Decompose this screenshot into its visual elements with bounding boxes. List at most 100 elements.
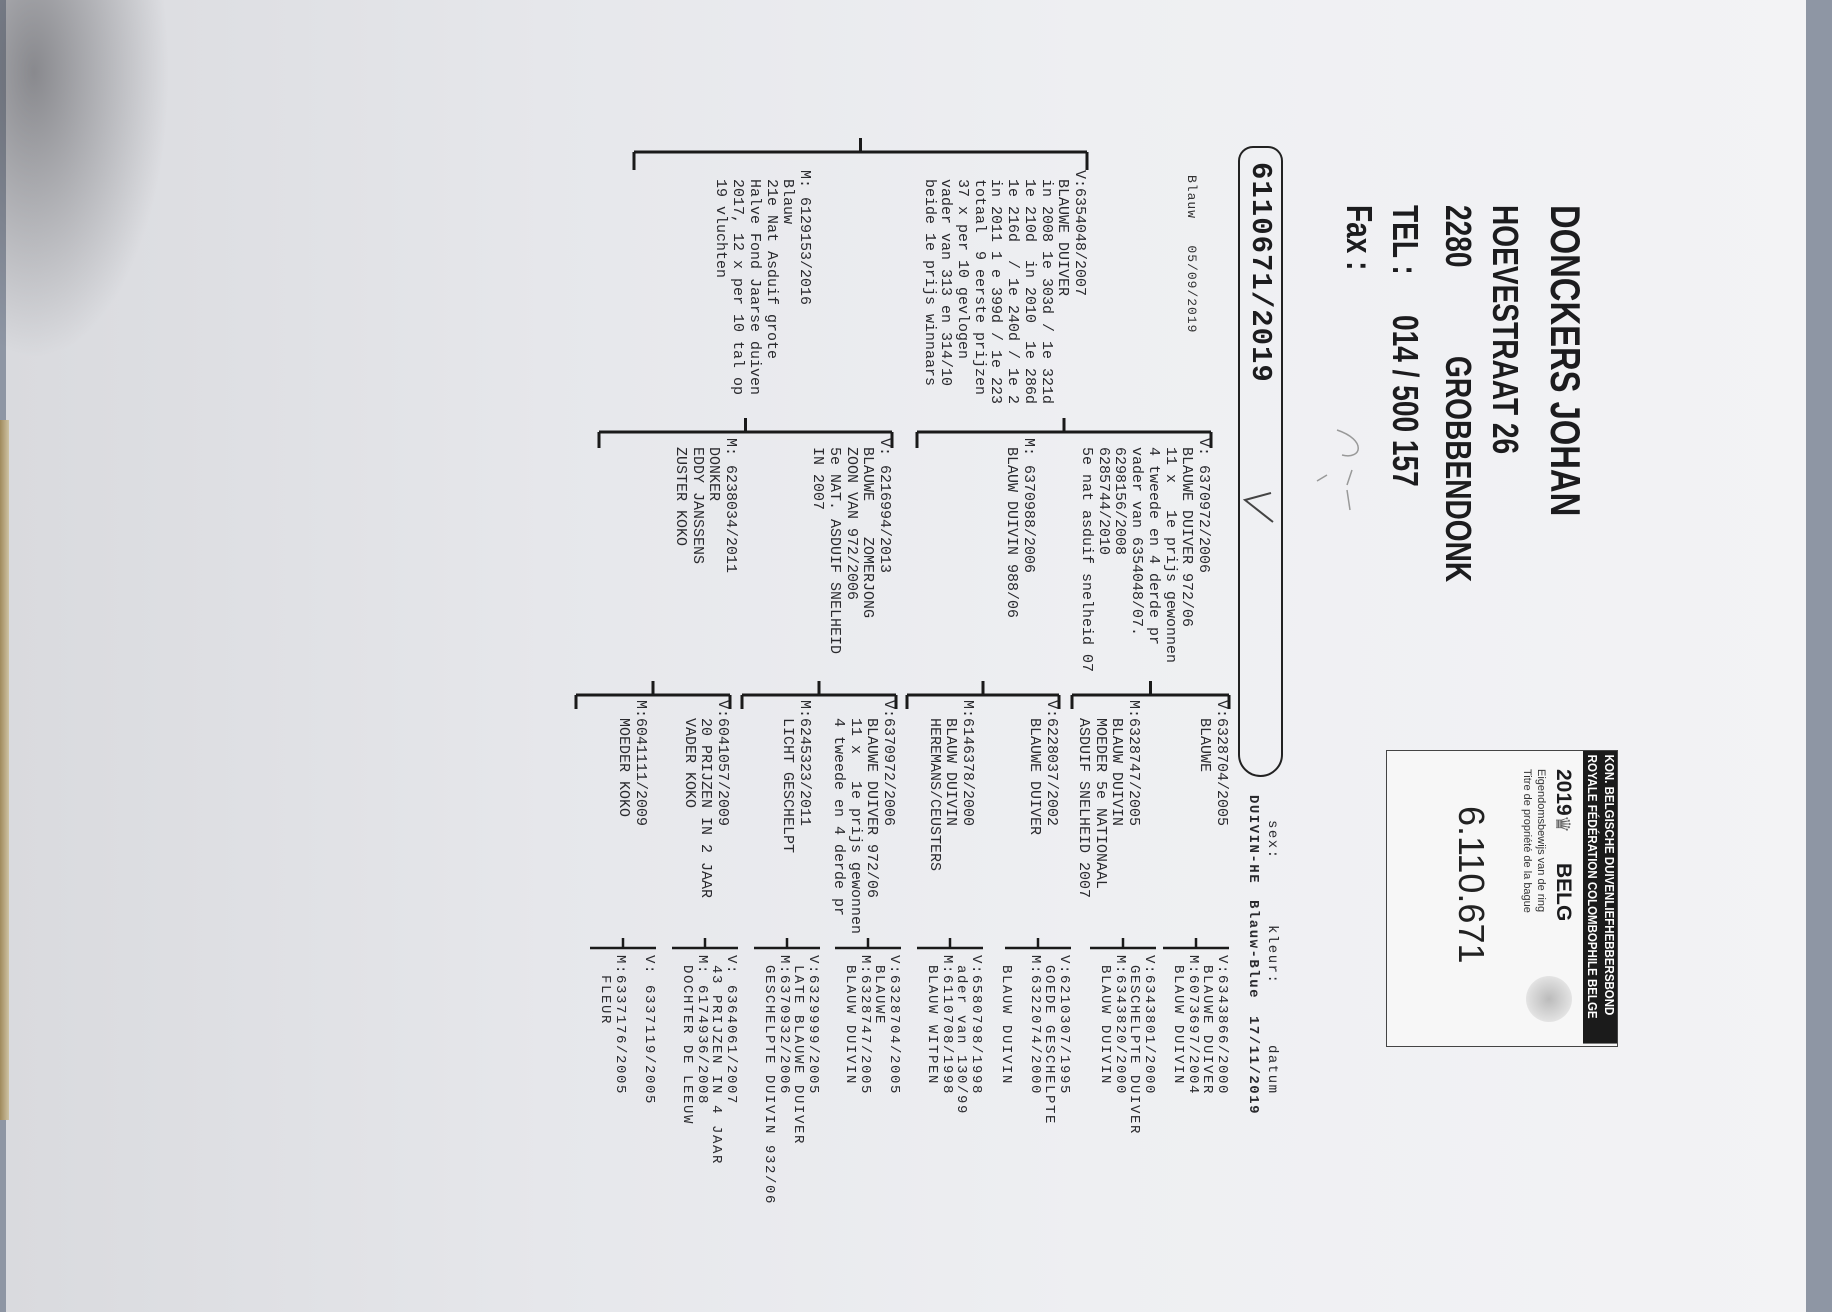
subject-meta: Blauw 05/09/2019 — [1184, 175, 1199, 333]
ancestor-note: Halve Fond Jaarse duiven — [745, 170, 763, 396]
gen2-ancestor: M: 6238034/2011 DONKER EDDY JANSSENS ZUS… — [671, 438, 739, 574]
shadow — [0, 0, 170, 360]
ancestor-note: BLAUWE DUIVER — [1054, 170, 1072, 297]
ancestor-note: 5e nat asduif snelheid 07 — [1078, 438, 1096, 673]
ancestor-note: BLAUW WITPEN — [924, 955, 941, 1086]
stamp-federation-fr: ROYALE FÉDÉRATION COLOMBOPHILE BELGE — [1583, 751, 1600, 1044]
federation-emblem-icon — [1526, 976, 1572, 1022]
ancestor-ring: M: 6370988/2006 — [1020, 438, 1037, 574]
ancestor-ring: V: 6364061/2007 — [723, 955, 739, 1106]
ancestor-note: 2017, 12 x per 10 tal op — [729, 170, 747, 396]
ancestor-note: EDDY JANSSENS — [688, 438, 706, 565]
ancestor-note: BLAUW DUIVIN — [1170, 955, 1187, 1086]
ancestor-note: 20 PRIJZEN IN 2 JAAR — [697, 700, 715, 899]
ancestor-note: 6285744/2010 — [1094, 438, 1112, 556]
ancestor-ring: M:6146378/2000 — [959, 700, 976, 827]
ancestor-note: in 2008 1e 303d / 1e 321d — [1037, 170, 1055, 405]
ancestor-note: M:6370932/2006 — [776, 955, 792, 1096]
kleur-value: Blauw-Blue — [1245, 900, 1261, 1000]
stamp-title-nl: Eigendomsbewijs van de ring — [1535, 769, 1547, 913]
ancestor-note: LATE BLAUWE DUIVER — [790, 955, 807, 1146]
ancestor-note: 4 tweede en 4 derde pr — [1144, 438, 1162, 646]
ancestor-note: BLAUW DUIVIN — [942, 700, 960, 827]
sex-label: sex: — [1264, 820, 1280, 860]
ancestor-ring: V:6041057/2009 — [714, 700, 731, 827]
gen3-ancestor: M:6146378/2000 BLAUW DUIVIN HEREMANS/CEU… — [925, 700, 976, 871]
ancestor-note: 19 vluchten — [712, 170, 730, 279]
gen3-ancestor: M:6041111/2009 MOEDER KOKO — [615, 700, 649, 827]
ancestor-note: BLAUW DUIVIN — [998, 955, 1014, 1086]
ancestor-note: BLAUWE — [871, 955, 888, 1026]
stamp-country: BELG — [1552, 863, 1575, 922]
ancestor-ring: V:6329999/2005 — [805, 955, 821, 1096]
gen3-ancestor: M:6328747/2005 BLAUW DUIVIN MOEDER 5e NA… — [1074, 700, 1142, 899]
ancestor-note: BLAUW DUIVIN — [842, 955, 859, 1086]
gen3-ancestor: V:6228037/2002 BLAUWE DUIVER — [1026, 700, 1060, 836]
ancestor-note: 43 PRIJZEN IN 4 JAAR — [708, 955, 725, 1166]
ancestor-note: BLAUWE ZOMERJONG — [859, 438, 877, 619]
gen3-ancestor: V:6041057/2009 20 PRIJZEN IN 2 JAAR VADE… — [680, 700, 731, 899]
ancestor-ring: V:6328704/2005 — [886, 955, 902, 1096]
ancestor-note: FLEUR — [597, 955, 614, 1026]
ancestor-note: ader van 130/99 — [953, 955, 970, 1116]
ancestor-ring: V: 6337119/2005 — [641, 955, 657, 1106]
ancestor-note: 6298156/2008 — [1111, 438, 1129, 556]
ancestor-note: Blauw — [779, 170, 797, 225]
ancestor-note: MOEDER KOKO — [615, 700, 633, 818]
ancestor-ring: M:6328747/2005 — [1125, 700, 1142, 827]
ancestor-note: GESCHELPTE DUIVER — [1126, 955, 1143, 1136]
ancestor-note: M:6343820/2000 — [1112, 955, 1128, 1096]
gen3-ancestor: V:6370972/2006 BLAUWE DUIVER 972/06 11 x… — [829, 700, 897, 934]
ancestor-note: M:6337176/2005 — [612, 955, 628, 1096]
ancestor-ring: V:6354048/2007 — [1071, 170, 1088, 297]
ancestor-note — [1013, 955, 1028, 1125]
crown-logo-icon: ♛ — [1551, 815, 1573, 833]
ancestor-note: IN 2007 — [809, 438, 827, 511]
datum-label: datum — [1264, 1045, 1280, 1095]
owner-name: DONCKERS JOHAN — [1542, 205, 1589, 517]
stamp-ring-number: 6.110.671 — [1451, 806, 1492, 964]
gen2-ancestor: V: 6216994/2013 BLAUWE ZOMERJONG ZOON VA… — [808, 438, 893, 655]
ancestor-note: BLAUWE DUIVER — [1199, 955, 1216, 1096]
ancestor-ring: V:6210307/1995 — [1056, 955, 1072, 1096]
stamp-title-fr: Titre de propriété de la bague — [1521, 769, 1533, 913]
ancestor-note: 4 tweede en 4 derde pr — [829, 700, 847, 917]
gen2-ancestor: V: 6370972/2006 BLAUWE DUIVER 972/06 11 … — [1077, 438, 1212, 673]
ancestor-note: BLAUW DUIVIN — [1108, 700, 1126, 827]
ancestor-ring: V:6343801/2000 — [1141, 955, 1157, 1096]
ancestor-note: BLAUW DUIVIN 988/06 — [1003, 438, 1021, 619]
datum-value: 17/11/2019 — [1245, 1016, 1261, 1116]
ancestor-note: BLAUWE DUIVER — [1026, 700, 1044, 836]
ancestor-note: DOCHTER DE LEEUW — [679, 955, 696, 1126]
gen4-ancestor: V: 6337119/2005 M:6337176/2005 FLEUR — [597, 955, 658, 1106]
paper-edge — [0, 420, 9, 1120]
kleur-label: kleur: — [1264, 925, 1280, 985]
subject-ring-number: 6110671/2019 — [1244, 162, 1277, 383]
ancestor-note: 1e 210d in 2010 1e 286d — [1020, 170, 1038, 405]
stamp-federation-nl: KON. BELGISCHE DUIVENLIEFHEBBERSBOND — [1600, 751, 1617, 1044]
ancestor-ring: M:6041111/2009 — [632, 700, 649, 827]
handwritten-check-icon — [1242, 492, 1274, 523]
ancestor-note: 1e 216d / 1e 240d / 1e 2 — [1004, 170, 1022, 405]
ancestor-note: beide 1e prijs winnaars — [920, 170, 938, 387]
ancestor-note: ASDUIF SNELHEID 2007 — [1074, 700, 1092, 899]
ancestor-note: ZOON VAN 972/2006 — [842, 438, 860, 601]
ancestor-ring: M: 6238034/2011 — [722, 438, 739, 574]
ancestor-note: 5e NAT. ASDUIF SNELHEID — [825, 438, 843, 655]
ancestor-note: totaal 9 eerste prijzen — [970, 170, 988, 396]
ancestor-note: ZUSTER KOKO — [671, 438, 689, 547]
ancestor-note: 11 x 1e prijs gewonnen — [1161, 438, 1179, 664]
ancestor-note: vader van 313 en 314/10 — [937, 170, 955, 387]
signature-scribble — [1316, 429, 1359, 511]
ancestor-note: MOEDER 5e NATIONAAL — [1091, 700, 1109, 890]
ancestor-note: M: 6174936/2008 — [694, 955, 710, 1106]
gen2-ancestor: M: 6370988/2006 BLAUW DUIVIN 988/06 — [1003, 438, 1037, 619]
ancestor-note: DONKER — [705, 438, 723, 502]
